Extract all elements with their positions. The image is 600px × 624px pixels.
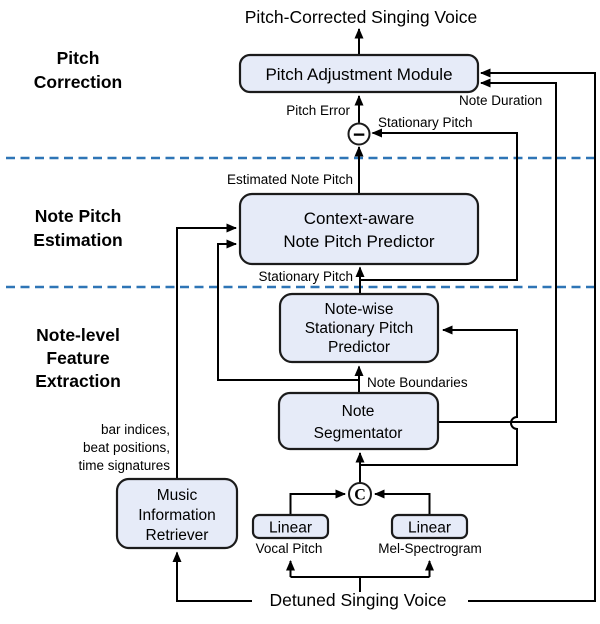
edge-stationary-pitch-to-subtract — [360, 128, 518, 281]
edge-input-to-pam — [468, 68, 596, 602]
subtract-icon: − — [353, 124, 365, 147]
note-boundaries-label: Note Boundaries — [367, 375, 468, 390]
section-feature-extraction-line2: Feature — [46, 348, 109, 368]
notewise-predictor-label-line3: Predictor — [328, 339, 390, 356]
linear-vocal-box — [251, 513, 330, 540]
linear-mel-box — [390, 513, 469, 540]
notewise-stationary-pitch-predictor-box — [278, 292, 440, 364]
context-predictor-label-line2: Note Pitch Predictor — [283, 232, 435, 251]
mel-spectrogram-label: Mel-Spectrogram — [378, 541, 482, 556]
edge-input-to-mir — [172, 551, 252, 602]
vocal-pitch-label: Vocal Pitch — [256, 541, 323, 556]
mir-output-label-line3: time signatures — [78, 458, 170, 473]
notewise-predictor-label-line1: Note-wise — [325, 301, 394, 318]
mir-output-label-line2: beat positions, — [83, 440, 170, 455]
edge-note-duration — [438, 78, 557, 423]
context-aware-note-pitch-predictor-box — [238, 192, 480, 266]
edge-mir-to-context — [176, 223, 237, 479]
stationary-pitch-mid-label: Stationary Pitch — [258, 269, 353, 284]
music-information-retriever-box — [115, 477, 239, 550]
notewise-predictor-label-line2: Stationary Pitch — [305, 320, 414, 337]
input-title: Detuned Singing Voice — [269, 590, 446, 610]
edge-note-boundaries-to-context — [217, 239, 360, 381]
pitch-adjustment-module-box — [238, 53, 480, 94]
linear-vocal-label: Linear — [269, 520, 312, 537]
section-note-pitch-estimation-line2: Estimation — [33, 230, 122, 250]
edge-concat-to-notewise — [360, 325, 518, 466]
note-segmentator-box — [277, 391, 440, 451]
mir-output-label-line1: bar indices, — [101, 422, 170, 437]
pitch-adjustment-module-label: Pitch Adjustment Module — [265, 65, 452, 84]
section-pitch-correction-line1: Pitch — [57, 48, 100, 68]
stationary-pitch-top-label: Stationary Pitch — [378, 115, 473, 130]
section-note-pitch-estimation-line1: Note Pitch — [35, 206, 122, 226]
estimated-note-pitch-label: Estimated Note Pitch — [227, 172, 353, 187]
edge-linear-mel-to-concat — [374, 489, 431, 515]
edge-linear-vocal-to-concat — [289, 489, 346, 515]
note-duration-label: Note Duration — [459, 93, 542, 108]
subtract-node — [347, 122, 371, 146]
section-pitch-correction-line2: Correction — [34, 72, 122, 92]
section-feature-extraction-line3: Extraction — [35, 371, 121, 391]
note-segmentator-label-line1: Note — [342, 403, 375, 420]
output-title: Pitch-Corrected Singing Voice — [245, 7, 477, 27]
concat-node — [348, 482, 372, 506]
section-feature-extraction-line1: Note-level — [36, 325, 120, 345]
context-predictor-label-line1: Context-aware — [304, 209, 415, 228]
linear-mel-label: Linear — [408, 520, 451, 537]
pitch-error-label: Pitch Error — [286, 103, 350, 118]
mir-label-line2: Information — [138, 507, 216, 524]
note-segmentator-label-line2: Segmentator — [314, 425, 403, 442]
mir-label-line3: Retriever — [146, 527, 209, 544]
mir-label-line1: Music — [157, 487, 198, 504]
concat-icon: C — [354, 487, 366, 504]
